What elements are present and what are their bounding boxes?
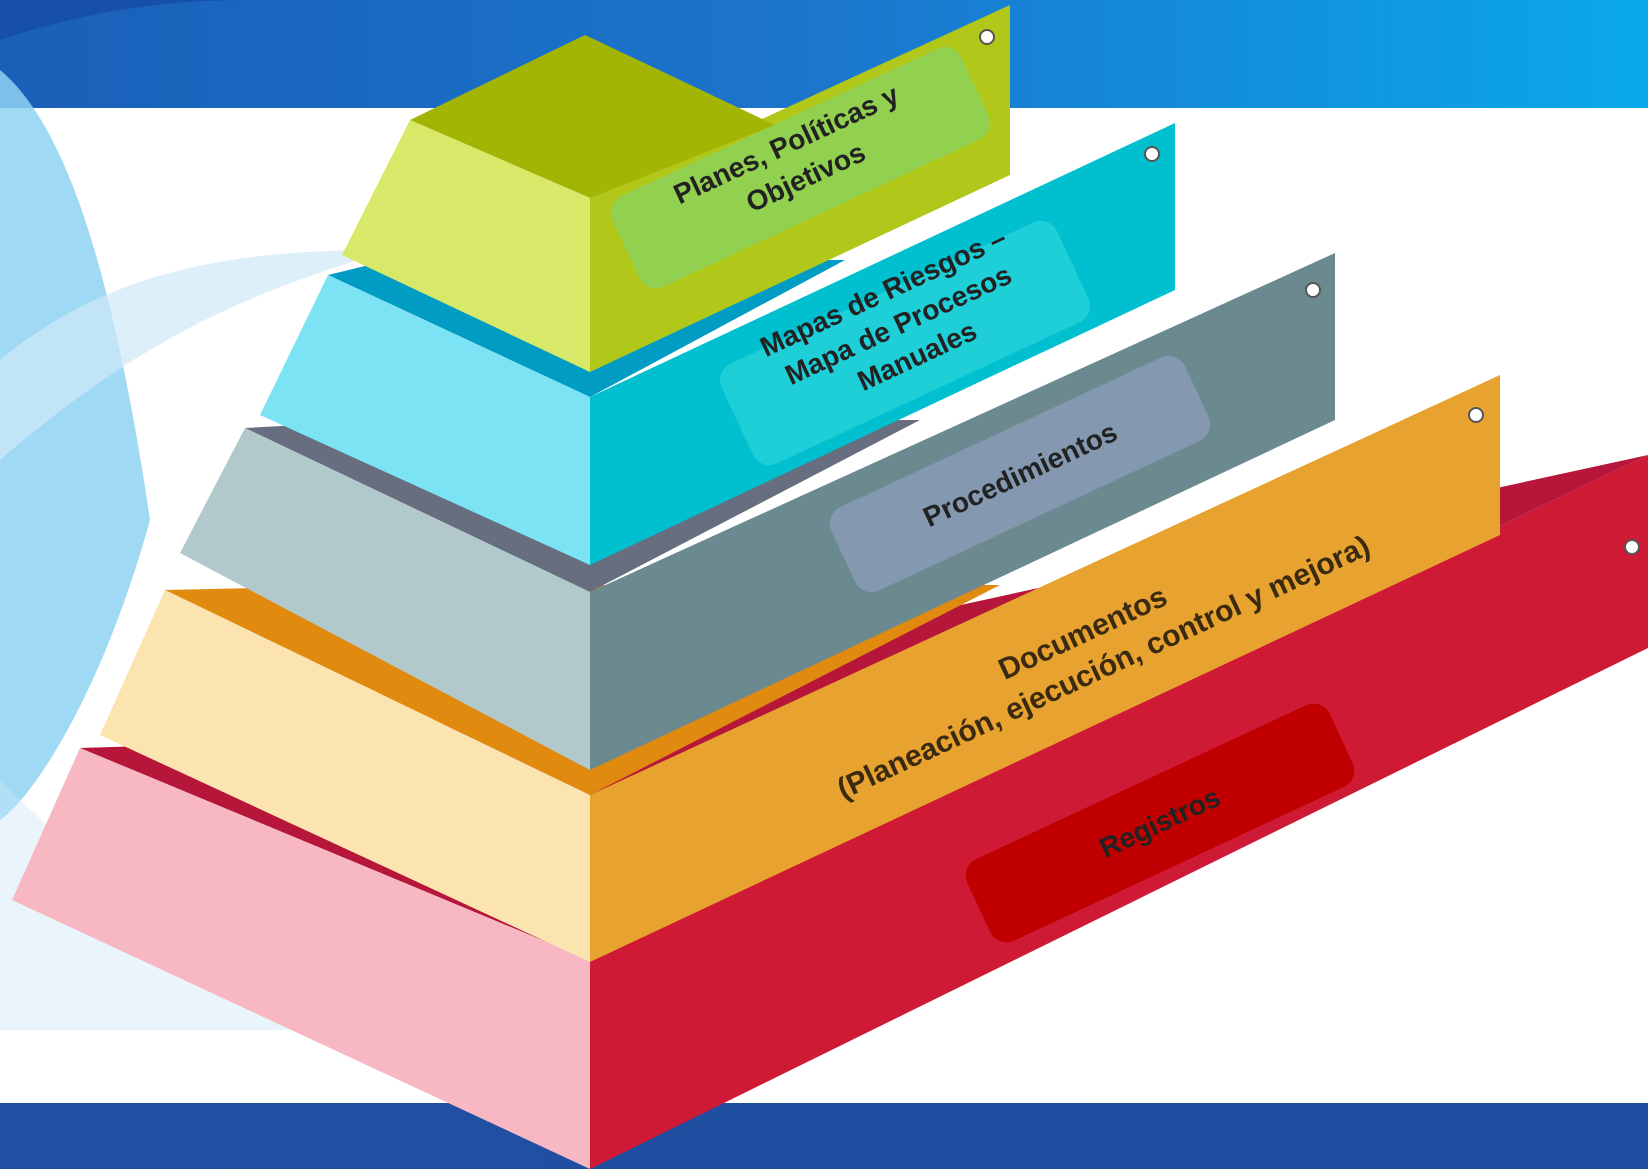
level-planes: Planes, Políticas y Objetivos xyxy=(342,5,1010,372)
mapas-left-face xyxy=(260,275,590,565)
registros-label-box xyxy=(965,703,1355,943)
registros-eyelet-icon xyxy=(1624,539,1640,555)
top-band xyxy=(0,0,1648,108)
corner-swoosh xyxy=(0,0,260,40)
procedimientos-eyelet-icon xyxy=(1305,282,1321,298)
documentos-right-face xyxy=(590,375,1500,962)
planes-top-face xyxy=(410,35,775,198)
procedimientos-label-box xyxy=(829,355,1211,593)
lower-swoosh xyxy=(0,780,330,1030)
registros-left-face xyxy=(12,748,590,1169)
planes-eyelet-icon xyxy=(979,29,995,45)
planes-label-box xyxy=(610,47,991,289)
documentos-eyelet-icon xyxy=(1468,407,1484,423)
left-light-swoosh xyxy=(0,250,390,460)
left-swoosh xyxy=(0,70,150,820)
planes-left-face xyxy=(342,120,590,372)
bottom-band xyxy=(0,1103,1648,1169)
mapas-label-box xyxy=(720,220,1090,466)
procedimientos-left-face xyxy=(180,428,590,770)
mapas-eyelet-icon xyxy=(1144,146,1160,162)
documentos-left-face xyxy=(100,590,590,962)
